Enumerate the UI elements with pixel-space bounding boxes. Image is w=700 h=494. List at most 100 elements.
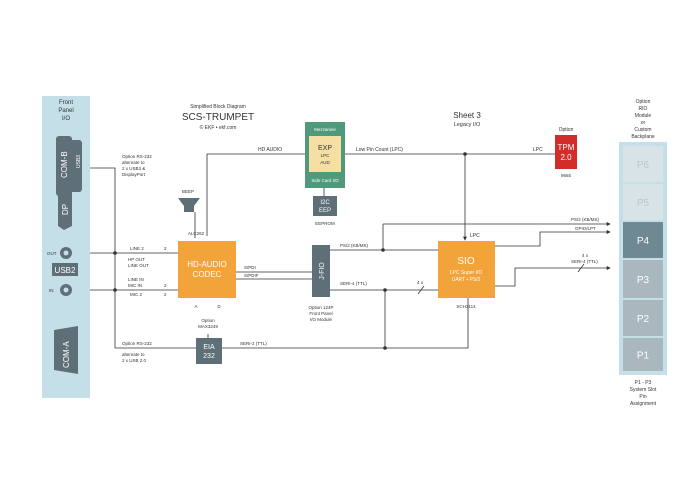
sio-title: SIO	[457, 256, 474, 267]
comb-option-4: DisplayPort	[122, 172, 146, 177]
jfio-line3: I/O Module	[310, 317, 333, 322]
front-panel-title-1: Front	[59, 100, 73, 106]
dp-label: DP	[61, 204, 70, 215]
lpc-sio-label: LPC	[470, 233, 480, 239]
codec-a: A	[194, 304, 197, 309]
line-in-label: LINE IN	[128, 277, 144, 282]
ps2-label: PS/2 (KB/MS)	[340, 243, 369, 248]
beep-speaker: BEEP	[178, 189, 200, 212]
backplane: Option RIO Module or Custom Backplane P6…	[619, 99, 667, 407]
coma-option-3: 2 x USB 2.0	[122, 358, 147, 363]
tpm-option: Option	[559, 127, 574, 133]
line-out-label: LINE OUT	[128, 263, 149, 268]
comb-option-2: alternate to	[122, 160, 145, 165]
out-label: OUT	[47, 251, 57, 256]
backplane-slot-p6	[623, 146, 663, 182]
bp-footer-2: System Slot	[630, 387, 657, 393]
comb-usb-label: USB3	[76, 155, 82, 168]
backplane-slot-p3	[623, 260, 663, 298]
bp-title-5: Custom	[634, 127, 651, 133]
usb2-connector	[52, 263, 78, 276]
spdif-out-label: S/PDIF	[244, 273, 259, 278]
line2-label: LINE 2	[130, 246, 144, 251]
backplane-slot-label-p1: P1	[637, 351, 650, 362]
bp-title-4: or	[641, 120, 646, 126]
mezzanine-block: Mezzanine EXP LPC AUD Side Card I/O	[305, 122, 345, 188]
eia-line2: 232	[203, 353, 215, 360]
lpc-bus-label: Low Pin Count (LPC)	[356, 147, 403, 153]
line2-num: 2	[164, 246, 167, 251]
bp-footer-4: Assignment	[630, 401, 657, 407]
comb-connector: COM-B USB3	[56, 136, 82, 196]
sio-block: SIO LPC Super I/O UART • PS/2 SCH3114	[438, 241, 495, 309]
diagram-subtitle: Simplified Block Diagram	[190, 104, 246, 110]
tpm-chip: 9665	[561, 173, 572, 178]
mic-in-label: MIC IN	[128, 283, 142, 288]
jfio-line1: Option 124P	[308, 305, 333, 310]
seri4-x: 4 x	[417, 280, 424, 285]
front-panel-title-2: Panel	[58, 108, 73, 114]
i2c-line2: EEP	[319, 208, 331, 214]
sio-sub2: UART • PS/2	[452, 277, 481, 283]
i2c-eep-block: I2C EEP EEPROM	[313, 196, 337, 226]
audio-codec-block: ALC262 HD-AUDIO CODEC A D	[178, 231, 236, 309]
coma-label: COM-A	[62, 341, 71, 368]
bp-title-3: Module	[635, 113, 652, 119]
sheet-sub: Legacy I/O	[454, 122, 481, 128]
eia232-block: Option MAX3249 EIA 232	[196, 318, 222, 364]
bp-title-2: RIO	[639, 106, 648, 112]
comb-option-1: Option RS-232	[122, 154, 152, 159]
tpm-line1: TPM	[558, 143, 575, 152]
eia-chip: MAX3249	[198, 324, 218, 329]
front-panel: Front Panel I/O COM-B USB3 DP OUT USB2 I…	[42, 96, 90, 398]
jfio-label: J-FIO	[319, 262, 326, 280]
eeprom-label: EEPROM	[315, 221, 335, 226]
sio-sub1: LPC Super I/O	[450, 270, 483, 276]
comb-option-3: 2 x USB3 &	[122, 166, 145, 171]
backplane-slot-label-p2: P2	[637, 314, 650, 325]
bp-footer-3: Pin	[639, 394, 646, 400]
mezz-footer: Side Card I/O	[311, 178, 339, 183]
eia-option: Option	[201, 318, 215, 323]
dp-connector: DP	[58, 190, 72, 230]
usb2-label: USB2	[55, 266, 76, 275]
backplane-slot-p1	[623, 338, 663, 371]
seri4-label: SERI-4 (TTL)	[340, 281, 367, 286]
coma-connector: COM-A	[54, 326, 78, 374]
mezz-title: Mezzanine	[314, 127, 336, 132]
backplane-slot-p4	[623, 222, 663, 258]
jfio-line2: Front Panel	[309, 311, 332, 316]
codec-title: HD-AUDIO	[187, 260, 227, 269]
hd-audio-label: HD AUDIO	[258, 147, 282, 153]
comb-label: COM-B	[60, 151, 69, 178]
connection-lines	[90, 152, 611, 349]
spdif-in-label: S/PDI	[244, 265, 256, 270]
seri4-bp-x: 4 x	[582, 253, 589, 258]
backplane-slot-p2	[623, 300, 663, 336]
coma-option-1: Option RS-232	[122, 341, 152, 346]
front-panel-title-3: I/O	[62, 116, 70, 122]
beep-label: BEEP	[182, 189, 194, 194]
tpm-block: Option TPM 2.0 9665	[555, 127, 577, 178]
backplane-slot-label-p5: P5	[637, 198, 650, 209]
sheet-label: Sheet 3	[453, 111, 481, 120]
i2c-line1: I2C	[320, 200, 330, 206]
mic2-num: 2	[164, 292, 167, 297]
backplane-slot-label-p4: P4	[637, 236, 650, 247]
backplane-slot-p5	[623, 184, 663, 220]
jfio-block: J-FIO Option 124P Front Panel I/O Module	[308, 245, 334, 322]
diagram-title: SCS-TRUMPET	[182, 112, 254, 123]
codec-chip: ALC262	[188, 231, 205, 236]
bp-title-6: Backplane	[631, 134, 655, 140]
mezz-aud: AUD	[320, 160, 330, 165]
seri4-bp-label: SERI-4 (TTL)	[571, 259, 598, 264]
mic2-label: MIC 2	[130, 292, 142, 297]
tpm-line2: 2.0	[560, 153, 572, 162]
codec-sub: CODEC	[193, 270, 222, 279]
coma-option-2: alternate to	[122, 352, 145, 357]
diagram-copyright: © EKF • ekf.com	[200, 124, 237, 131]
in-label: IN	[49, 288, 54, 293]
speaker-icon	[178, 198, 200, 212]
bp-title-1: Option	[636, 99, 651, 105]
